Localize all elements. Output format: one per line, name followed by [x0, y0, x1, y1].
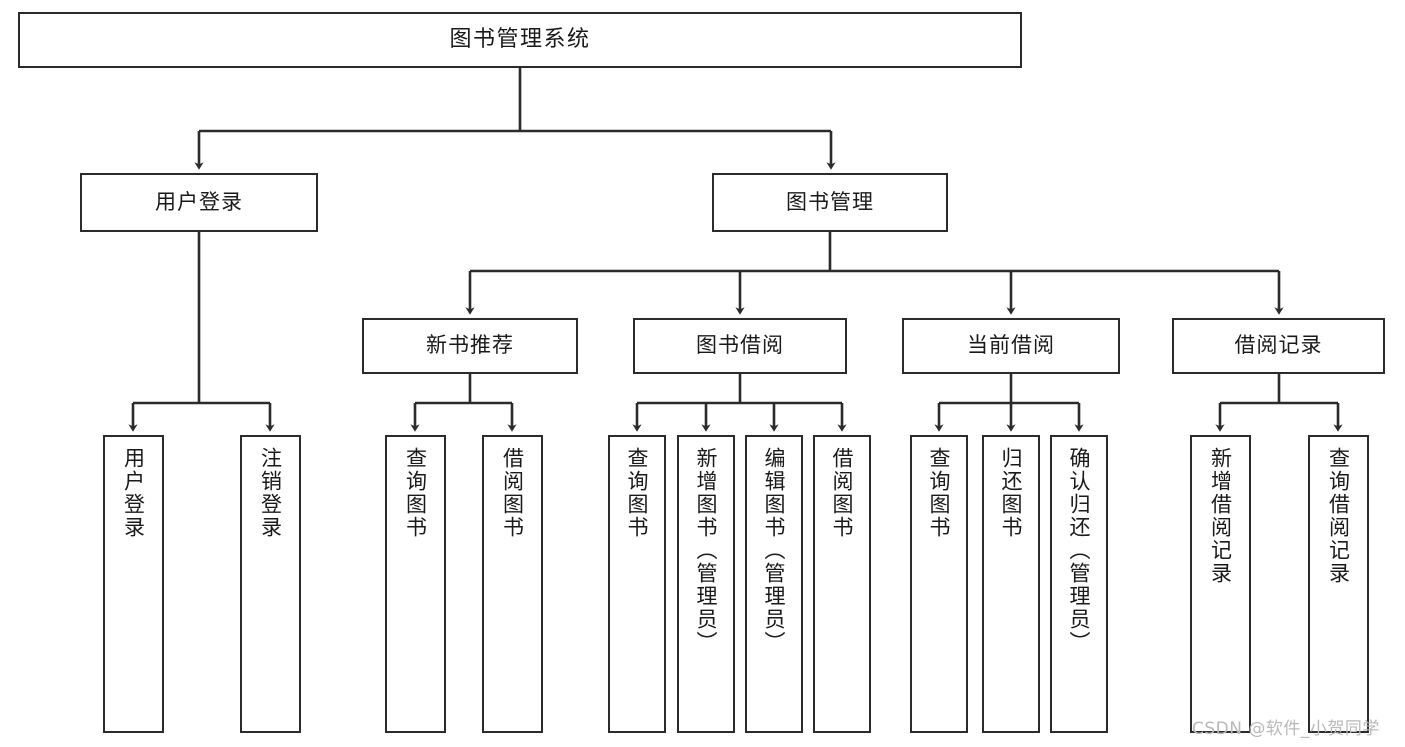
node-user-login-label: 用户登录: [155, 189, 243, 214]
csdn-watermark: CSDN @软件_小贺同学: [1192, 719, 1380, 739]
node-leaf-query-book-rec[interactable]: 查询图书: [385, 435, 446, 733]
node-borrow-record-label: 借阅记录: [1234, 333, 1323, 358]
node-leaf-add-book-admin[interactable]: 新增图书（管理员）: [677, 435, 735, 733]
node-leaf-query-book-c-label: 查询图书: [927, 447, 952, 539]
node-leaf-add-borrow-rec[interactable]: 新增借阅记录: [1190, 435, 1251, 733]
node-leaf-query-borrow-rec-label: 查询借阅记录: [1326, 447, 1351, 585]
node-leaf-user-login[interactable]: 用户登录: [103, 435, 164, 733]
node-leaf-query-borrow-rec[interactable]: 查询借阅记录: [1308, 435, 1369, 733]
node-leaf-query-book-rec-label: 查询图书: [403, 447, 428, 539]
node-leaf-borrow-book-rec-label: 借阅图书: [500, 447, 525, 539]
node-leaf-query-book-b[interactable]: 查询图书: [608, 435, 666, 733]
node-leaf-confirm-return-label: 确认归还（管理员）: [1067, 447, 1092, 654]
node-book-borrow-label: 图书借阅: [696, 333, 784, 358]
node-leaf-user-login-label: 用户登录: [121, 447, 146, 539]
node-current-borrow-label: 当前借阅: [967, 333, 1055, 358]
node-root[interactable]: 图书管理系统: [18, 12, 1022, 68]
node-leaf-query-book-c[interactable]: 查询图书: [910, 435, 968, 733]
node-book-manage[interactable]: 图书管理: [712, 173, 948, 232]
node-leaf-edit-book-admin-label: 编辑图书（管理员）: [762, 447, 787, 654]
node-current-borrow[interactable]: 当前借阅: [902, 318, 1120, 374]
node-book-borrow[interactable]: 图书借阅: [633, 318, 847, 374]
node-new-book-rec-label: 新书推荐: [426, 333, 514, 358]
node-leaf-return-book-label: 归还图书: [999, 447, 1024, 539]
node-leaf-user-logout-label: 注销登录: [258, 447, 283, 539]
node-leaf-query-book-b-label: 查询图书: [625, 447, 650, 539]
node-leaf-edit-book-admin[interactable]: 编辑图书（管理员）: [745, 435, 803, 733]
node-leaf-user-logout[interactable]: 注销登录: [240, 435, 301, 733]
node-leaf-confirm-return[interactable]: 确认归还（管理员）: [1050, 435, 1108, 733]
node-leaf-add-book-admin-label: 新增图书（管理员）: [694, 447, 719, 654]
node-new-book-rec[interactable]: 新书推荐: [362, 318, 578, 374]
node-leaf-return-book[interactable]: 归还图书: [982, 435, 1040, 733]
node-root-label: 图书管理系统: [449, 26, 591, 52]
node-leaf-borrow-book-b-label: 借阅图书: [830, 447, 855, 539]
node-borrow-record[interactable]: 借阅记录: [1172, 318, 1385, 374]
node-leaf-add-borrow-rec-label: 新增借阅记录: [1208, 447, 1233, 585]
node-book-manage-label: 图书管理: [786, 189, 874, 214]
node-leaf-borrow-book-rec[interactable]: 借阅图书: [482, 435, 543, 733]
node-user-login[interactable]: 用户登录: [80, 173, 318, 232]
node-leaf-borrow-book-b[interactable]: 借阅图书: [813, 435, 871, 733]
